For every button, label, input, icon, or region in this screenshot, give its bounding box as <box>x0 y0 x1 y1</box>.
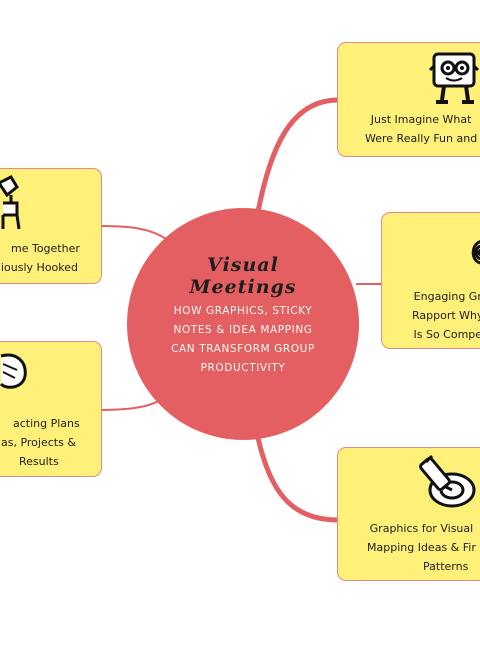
connector-top-right <box>255 97 339 213</box>
topic-line: Graphics for Visual <box>369 522 474 535</box>
cartoon-character-icon <box>428 52 480 104</box>
topic-line: Is So Compe <box>413 328 480 341</box>
topic-line: acting Plans <box>13 417 80 430</box>
central-topic[interactable]: Visual Meetings HOW GRAPHICS, STICKY NOT… <box>127 208 359 440</box>
connector-bottom-right <box>255 437 339 523</box>
topic-card-imagine[interactable]: Just Imagine What Were Really Fun and <box>337 42 480 157</box>
topic-line: Mapping Ideas & Fir <box>367 541 476 554</box>
topic-line: me Together <box>11 242 80 255</box>
topic-line: Results <box>19 455 59 468</box>
topic-card-together[interactable]: me Together iously Hooked <box>0 168 102 284</box>
topic-card-graphics[interactable]: Graphics for Visual Mapping Ideas & Fir … <box>337 447 480 581</box>
doodle-icon <box>0 353 27 389</box>
pencil-target-icon <box>419 454 476 508</box>
topic-line: Engaging Gr <box>413 290 480 303</box>
central-topic-title: Visual Meetings <box>189 254 297 298</box>
connector-top-left <box>99 225 169 241</box>
topic-card-engaging[interactable]: Engaging Gr Rapport Why Is So Compe <box>381 212 480 349</box>
topic-line: Just Imagine What <box>370 113 472 126</box>
central-topic-subtitle: HOW GRAPHICS, STICKY NOTES & IDEA MAPPIN… <box>171 305 315 374</box>
topic-line: Rapport Why <box>412 309 480 322</box>
topic-card-plans[interactable]: acting Plans as, Projects & Results <box>0 341 102 477</box>
topic-line: Were Really Fun and <box>365 132 478 145</box>
figure-icon <box>0 175 21 230</box>
topic-line: iously Hooked <box>1 261 79 274</box>
spiral-icon <box>471 240 480 265</box>
topic-line: as, Projects & <box>1 436 76 449</box>
topic-line: Patterns <box>423 560 469 573</box>
